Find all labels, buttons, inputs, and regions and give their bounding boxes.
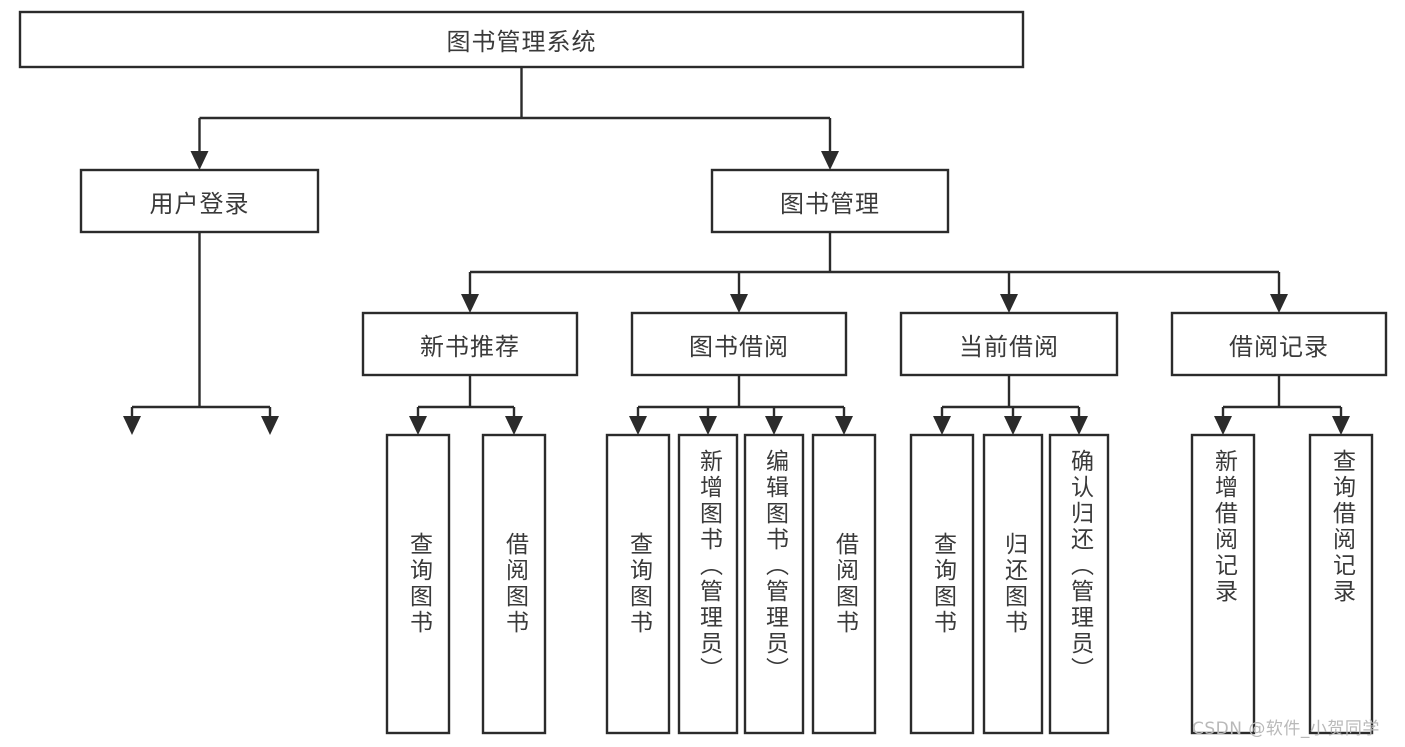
- node-box-current-query-book[interactable]: [909, 433, 975, 735]
- arrow-records-query-head: [1332, 416, 1350, 435]
- node-box-recommend-query-book[interactable]: [385, 433, 451, 735]
- node-box-records-query[interactable]: [1308, 433, 1374, 735]
- arrow-recommend-query-book-head: [409, 416, 427, 435]
- arrow-borrow-query-book-head: [629, 416, 647, 435]
- node-box-recommend-borrow-book[interactable]: [481, 433, 547, 735]
- arrow-book-borrow-head: [730, 294, 748, 313]
- node-box-current-borrow[interactable]: [899, 311, 1119, 377]
- arrow-user-login-login-head: [123, 416, 141, 435]
- arrow-new-book-recommend-head: [461, 294, 479, 313]
- arrow-borrow-edit-book-head: [765, 416, 783, 435]
- node-box-book-borrow[interactable]: [630, 311, 848, 377]
- node-box-current-confirm-return[interactable]: [1048, 433, 1110, 735]
- node-box-borrow-borrow-book[interactable]: [811, 433, 877, 735]
- node-box-borrow-edit-book[interactable]: [743, 433, 805, 735]
- node-box-user-login[interactable]: [79, 168, 320, 234]
- arrow-user-login-logout-head: [261, 416, 279, 435]
- arrow-current-query-book-head: [933, 416, 951, 435]
- node-box-book-management[interactable]: [710, 168, 950, 234]
- csdn-watermark: CSDN @软件_小贺同学: [1192, 719, 1380, 739]
- arrow-borrow-add-book-head: [699, 416, 717, 435]
- arrow-borrow-borrow-book-head: [835, 416, 853, 435]
- node-box-records-add[interactable]: [1190, 433, 1256, 735]
- arrow-user-login-head: [190, 151, 209, 170]
- node-box-borrow-add-book[interactable]: [677, 433, 739, 735]
- node-box-current-return-book[interactable]: [982, 433, 1044, 735]
- node-box-borrow-records[interactable]: [1170, 311, 1388, 377]
- arrow-records-add-head: [1214, 416, 1232, 435]
- node-box-root[interactable]: [18, 10, 1025, 69]
- arrow-recommend-borrow-book-head: [505, 416, 523, 435]
- arrow-current-confirm-return-head: [1070, 416, 1088, 435]
- arrow-current-borrow-head: [1000, 294, 1018, 313]
- node-box-new-book-recommend[interactable]: [361, 311, 579, 377]
- arrow-book-management-head: [821, 151, 839, 170]
- arrow-current-return-book-head: [1004, 416, 1022, 435]
- arrow-borrow-records-head: [1270, 294, 1288, 313]
- node-box-borrow-query-book[interactable]: [605, 433, 671, 735]
